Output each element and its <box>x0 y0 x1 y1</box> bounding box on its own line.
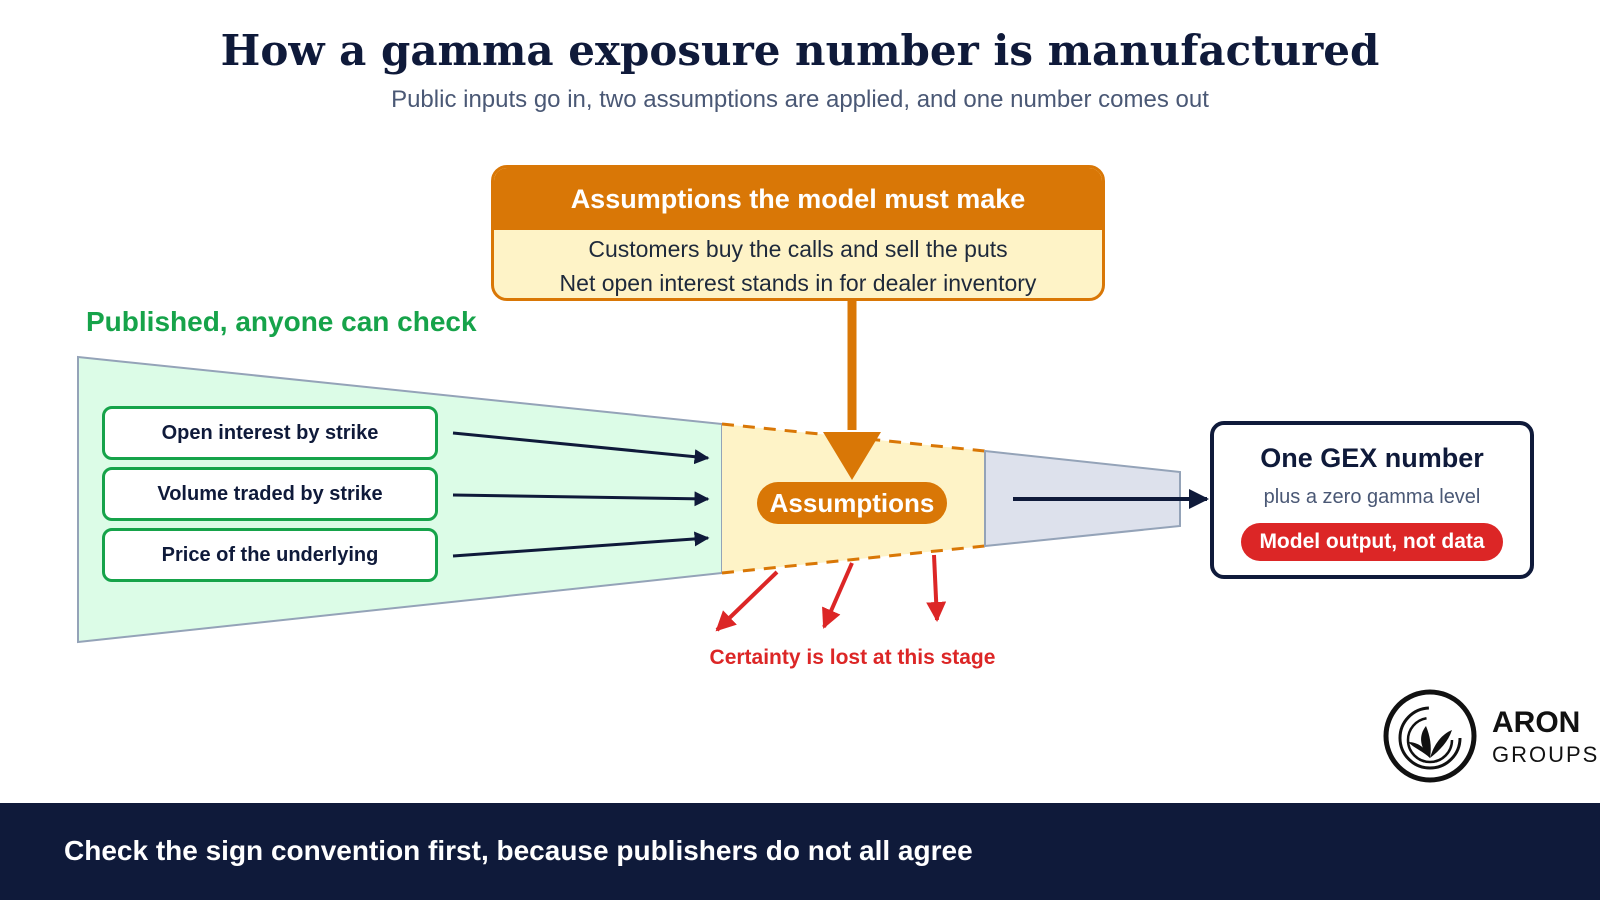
output-title: One GEX number <box>1260 443 1484 473</box>
input-arrow-volume <box>452 491 710 507</box>
published-label: Published, anyone can check <box>86 306 477 337</box>
assumption-line: Customers buy the calls and sell the put… <box>588 236 1008 262</box>
input-underlying-price: Price of the underlying <box>102 528 438 582</box>
input-arrow-open-interest <box>452 431 710 465</box>
page-title: How a gamma exposure number is manufactu… <box>220 26 1380 75</box>
assumptions-callout: Assumptions the model must make Customer… <box>491 165 1105 301</box>
assumption-line: Net open interest stands in for dealer i… <box>559 270 1037 296</box>
output-box: One GEX number plus a zero gamma level M… <box>1210 421 1534 579</box>
assumptions-down-arrowhead <box>823 432 881 480</box>
certainty-lost-label: Certainty is lost at this stage <box>709 646 996 669</box>
logo-icon <box>1383 689 1477 783</box>
assumptions-border-bottom <box>721 544 986 575</box>
input-open-interest: Open interest by strike <box>102 406 438 460</box>
assumptions-pill: Assumptions <box>757 482 947 524</box>
funnel-diagram <box>77 301 1209 644</box>
page-subtitle: Public inputs go in, two assumptions are… <box>391 86 1209 113</box>
certainty-loss-arrow-middle <box>822 562 854 629</box>
footer-banner: Check the sign convention first, because… <box>0 803 1600 900</box>
output-subtitle: plus a zero gamma level <box>1263 486 1481 508</box>
input-arrow-price <box>452 531 710 558</box>
footer-text: Check the sign convention first, because… <box>64 835 973 866</box>
certainty-loss-arrow-right <box>926 554 947 622</box>
input-volume: Volume traded by strike <box>102 467 438 521</box>
assumptions-heading: Assumptions the model must make <box>494 168 1102 230</box>
output-badge: Model output, not data <box>1241 523 1503 561</box>
company-logo: ARON GROUPS <box>1380 686 1597 786</box>
certainty-loss-arrow-left <box>715 570 779 632</box>
logo-text-aron: ARON <box>1492 706 1581 739</box>
logo-text-groups: GROUPS <box>1492 742 1600 767</box>
